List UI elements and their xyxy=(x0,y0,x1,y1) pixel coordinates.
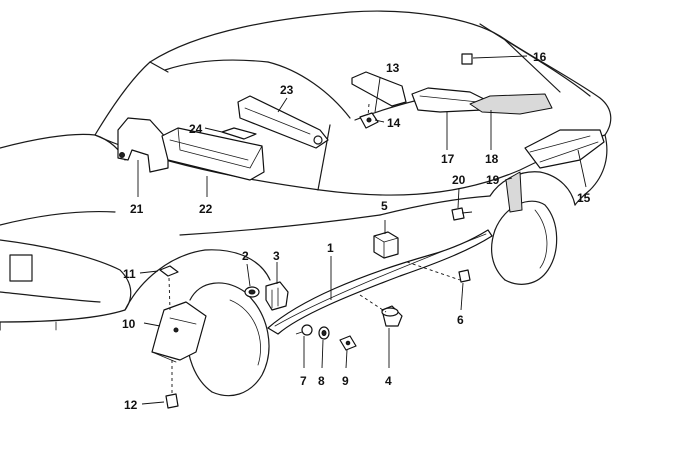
part-4-push-clip xyxy=(381,305,403,327)
label-17: 17 xyxy=(441,152,455,166)
label-13: 13 xyxy=(386,61,400,75)
part-9-nut xyxy=(339,335,357,351)
part-2-grommet xyxy=(244,286,260,298)
label-19: 19 xyxy=(486,173,500,187)
part-6-screw xyxy=(458,269,471,283)
part-19-flap xyxy=(505,171,523,213)
part-23-panel xyxy=(237,95,329,149)
label-9: 9 xyxy=(342,374,349,388)
part-7-screw xyxy=(295,324,313,336)
label-8: 8 xyxy=(318,374,325,388)
part-15-panel xyxy=(524,129,605,169)
part-10-bracket xyxy=(151,301,207,363)
part-11-nut xyxy=(159,265,179,277)
part-16-cap xyxy=(461,53,473,65)
part-20-screw xyxy=(451,207,473,221)
leader-lines xyxy=(137,55,587,405)
label-10: 10 xyxy=(122,317,136,331)
part-14-clip xyxy=(359,112,379,129)
label-2: 2 xyxy=(242,249,249,263)
label-4: 4 xyxy=(385,374,392,388)
label-21: 21 xyxy=(130,202,144,216)
label-22: 22 xyxy=(199,202,213,216)
part-22-beam xyxy=(161,127,265,181)
label-1: 1 xyxy=(327,241,334,255)
label-16: 16 xyxy=(533,50,547,64)
car-body-outline xyxy=(0,10,612,397)
part-8-washer xyxy=(318,326,330,340)
label-18: 18 xyxy=(485,152,499,166)
label-3: 3 xyxy=(273,249,280,263)
part-21-bracket xyxy=(117,117,169,173)
part-12-bolt xyxy=(165,393,179,409)
label-12: 12 xyxy=(124,398,138,412)
label-14: 14 xyxy=(387,116,401,130)
label-11: 11 xyxy=(123,267,136,281)
part-1-trim-strip xyxy=(267,229,493,335)
label-6: 6 xyxy=(457,313,464,327)
label-23: 23 xyxy=(280,83,294,97)
label-15: 15 xyxy=(577,191,591,205)
part-labels: 1 2 3 4 5 6 7 8 9 10 11 12 13 14 15 16 1… xyxy=(122,50,591,412)
part-24-pad xyxy=(221,127,257,140)
part-18-pad xyxy=(469,93,553,115)
part-5-clip xyxy=(373,231,399,259)
part-13-plate xyxy=(351,71,407,107)
label-20: 20 xyxy=(452,173,466,187)
part-3-clip xyxy=(265,281,289,311)
label-7: 7 xyxy=(300,374,307,388)
label-24: 24 xyxy=(189,122,203,136)
label-5: 5 xyxy=(381,199,388,213)
